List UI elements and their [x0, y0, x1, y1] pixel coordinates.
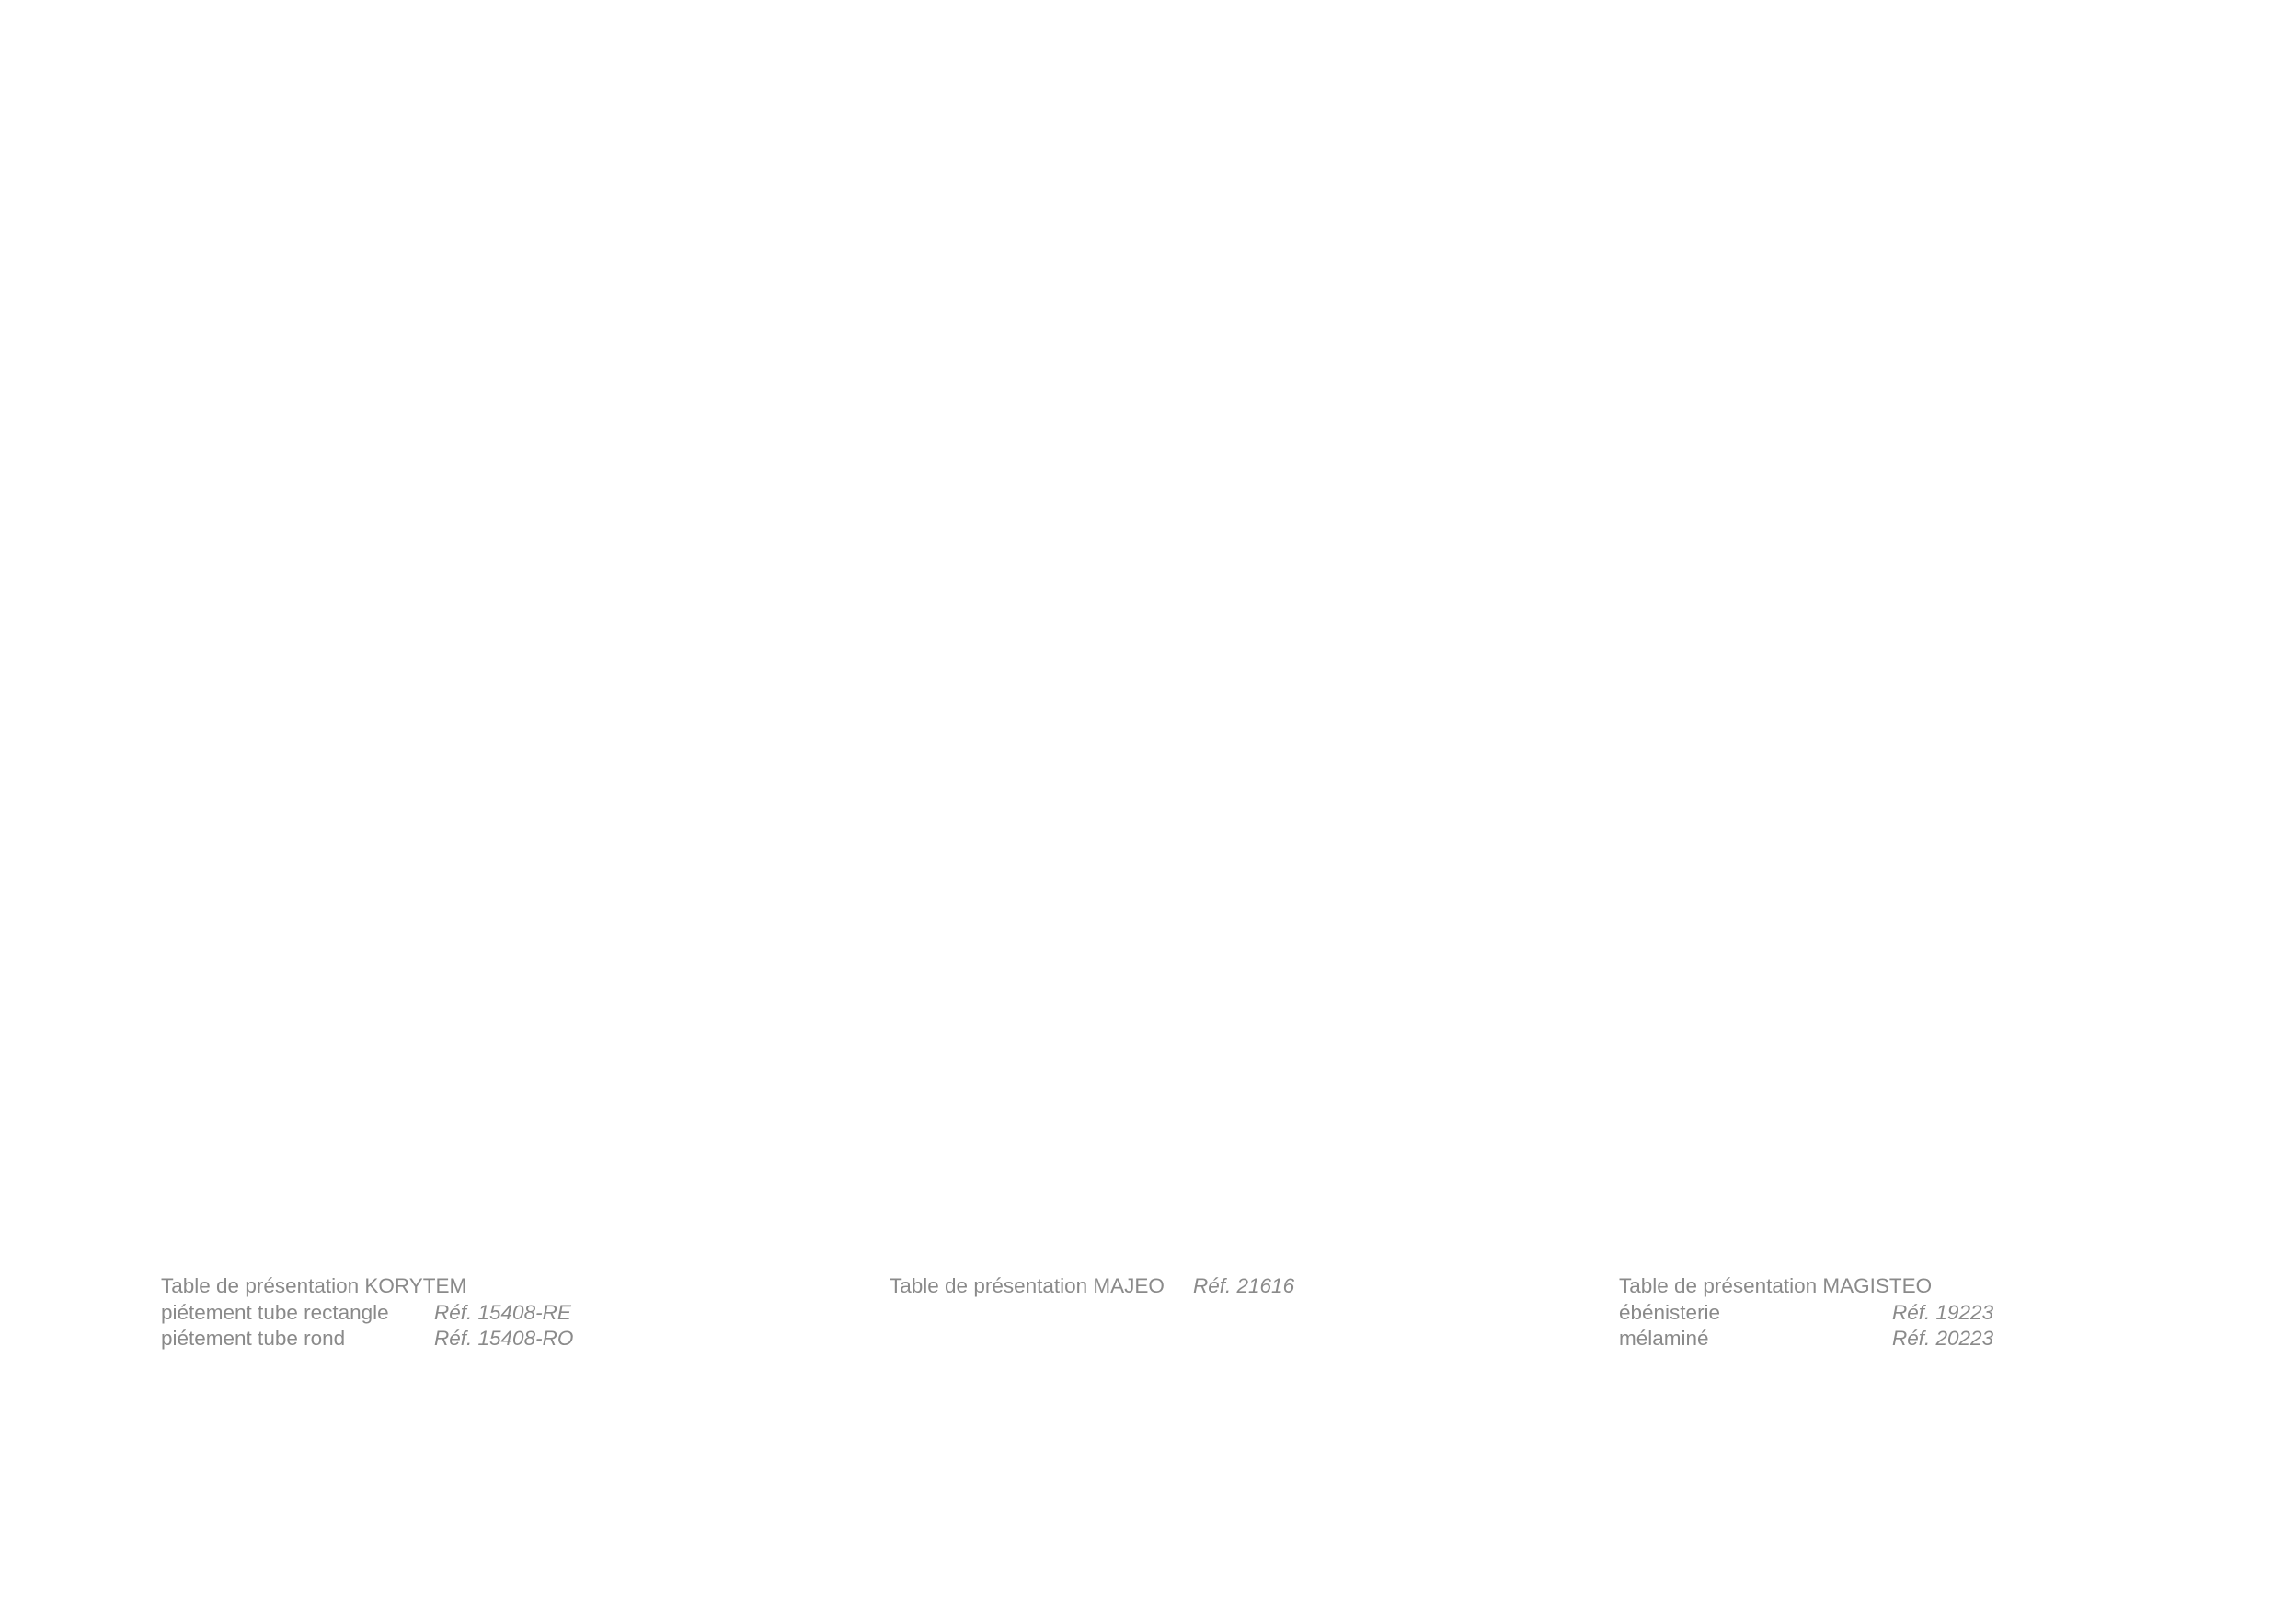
product-title: Table de présentation KORYTEM — [161, 1274, 467, 1297]
caption-title-line: Table de présentation MAJEO Réf. 21616 — [890, 1273, 1294, 1300]
variant-label: piétement tube rectangle — [161, 1300, 389, 1324]
variant-label: mélaminé — [1619, 1327, 1709, 1350]
variant-line: ébénisterie Réf. 19223 — [1619, 1300, 1993, 1327]
product-reference: Réf. 21616 — [1193, 1274, 1295, 1297]
variant-reference: Réf. 20223 — [1892, 1327, 1994, 1350]
variant-reference: Réf. 19223 — [1892, 1300, 1994, 1324]
product-title: Table de présentation MAGISTEO — [1619, 1274, 1933, 1297]
product-title: Table de présentation MAJEO — [890, 1274, 1165, 1297]
variant-reference: Réf. 15408-RE — [434, 1300, 571, 1324]
caption-title-line: Table de présentation KORYTEM — [161, 1273, 466, 1300]
caption-korytem: Table de présentation KORYTEM piétement … — [161, 1273, 573, 1352]
variant-line: mélaminé Réf. 20223 — [1619, 1326, 1993, 1352]
caption-magisteo: Table de présentation MAGISTEO ébénister… — [1619, 1273, 1993, 1352]
variant-line: piétement tube rond Réf. 15408-RO — [161, 1326, 573, 1352]
variant-reference: Réf. 15408-RO — [434, 1327, 574, 1350]
variant-line: piétement tube rectangle Réf. 15408-RE — [161, 1300, 571, 1327]
variant-label: piétement tube rond — [161, 1327, 346, 1350]
caption-majeo: Table de présentation MAJEO Réf. 21616 — [890, 1273, 1294, 1300]
variant-label: ébénisterie — [1619, 1300, 1721, 1324]
caption-title-line: Table de présentation MAGISTEO — [1619, 1273, 1932, 1300]
